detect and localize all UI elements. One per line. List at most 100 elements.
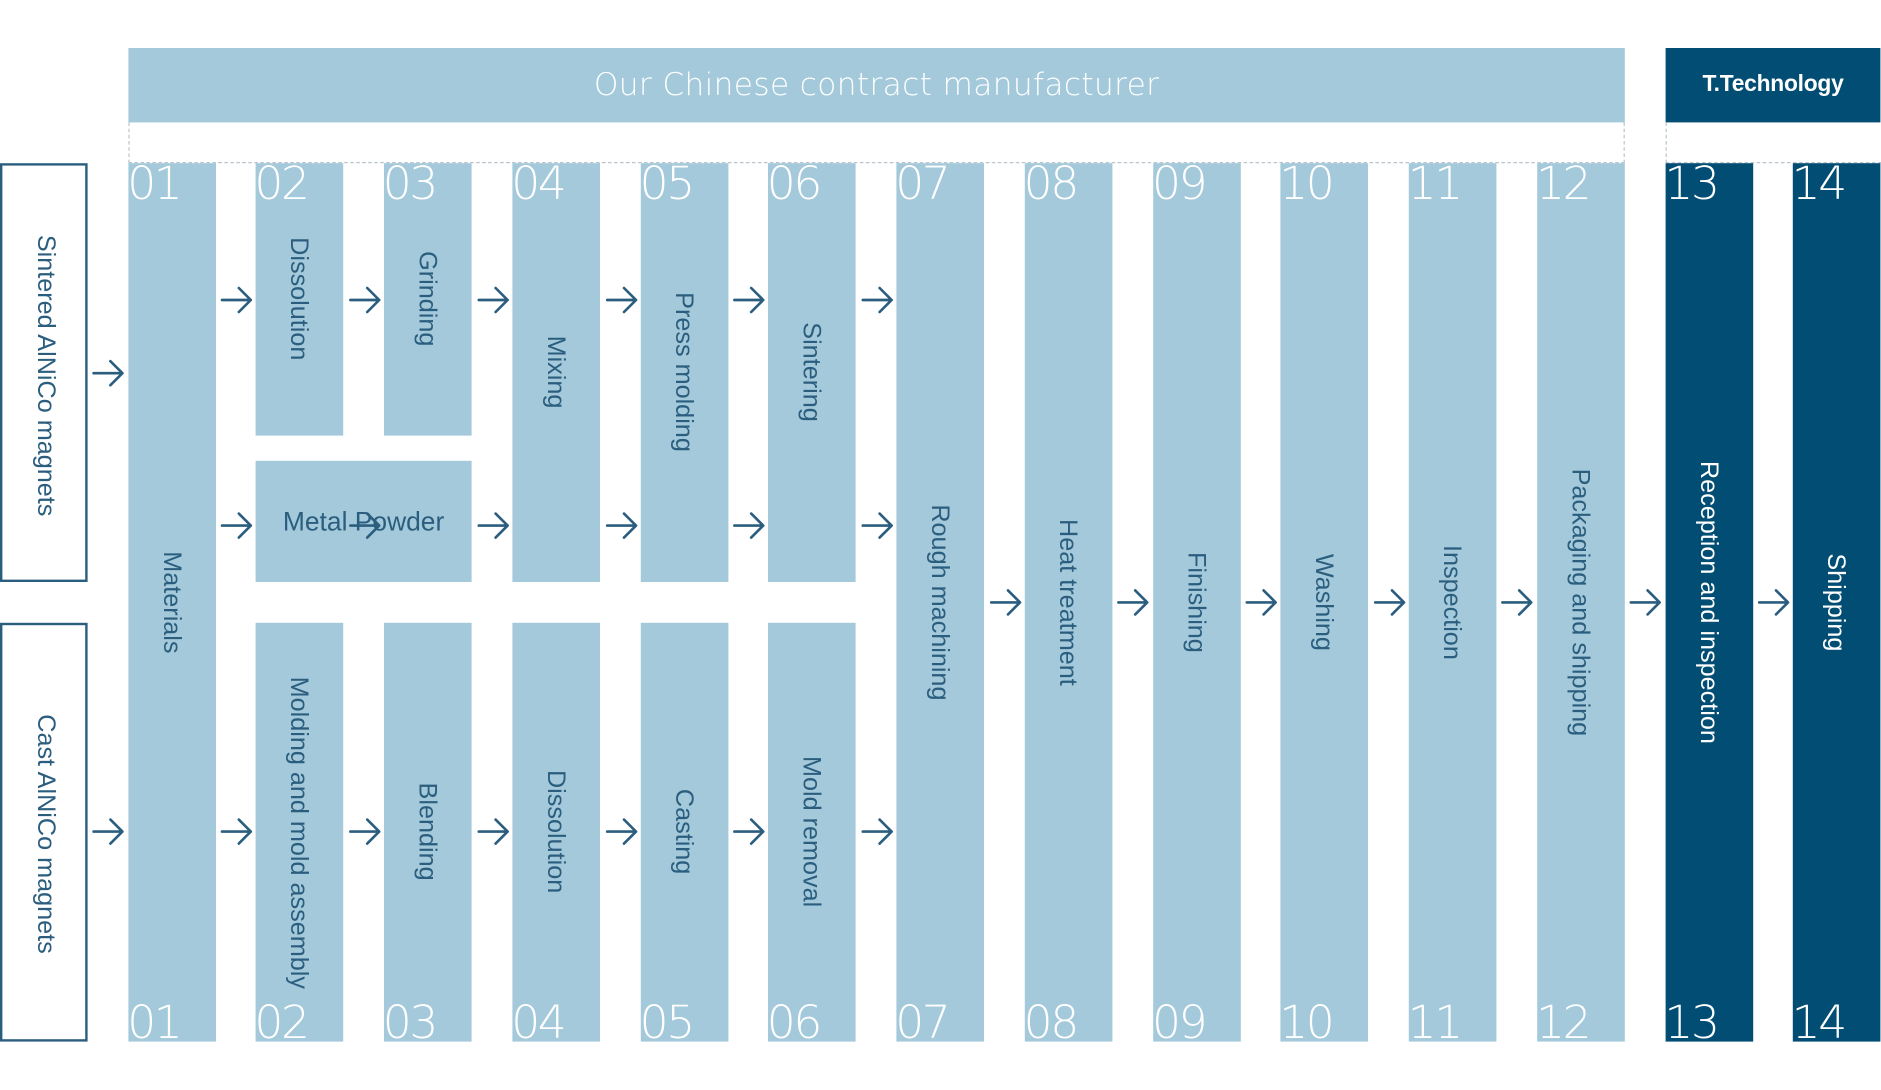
flow-arrow-icon (349, 286, 381, 314)
flow-arrow-icon (861, 818, 893, 845)
cast-input-box: Cast AlNiCo magnets (0, 622, 88, 1042)
step-number-bottom: 11 (1407, 996, 1464, 1049)
step-number-top: 07 (895, 157, 951, 211)
flow-arrow-icon (1245, 589, 1277, 616)
step-grinding: Grinding (384, 163, 472, 436)
bracket-contractor-line (128, 162, 1625, 164)
step-materials: Materials (128, 163, 217, 1042)
step-number-top: 05 (639, 157, 696, 211)
company-banner: T.Technology (1665, 48, 1881, 123)
step-mixing: Mixing (512, 163, 600, 582)
step-press-molding-label: Press molding (670, 292, 698, 452)
step-molding-assembly-label: Molding and mold assembly (285, 676, 313, 989)
flow-arrow-icon (92, 818, 124, 845)
step-number-top: 10 (1279, 157, 1335, 211)
step-materials-label: Materials (157, 551, 186, 654)
contractor-banner: Our Chinese contract manufacturer (128, 48, 1625, 123)
flow-arrow-icon (220, 512, 253, 539)
flow-arrow-icon (349, 818, 381, 845)
step-number-bottom: 08 (1023, 996, 1080, 1049)
step-shipping-label: Shipping (1822, 553, 1850, 652)
step-number-top: 04 (511, 157, 567, 211)
flow-arrow-icon (733, 512, 765, 539)
step-number-bottom: 12 (1536, 996, 1592, 1049)
step-mixing-label: Mixing (541, 335, 570, 409)
step-number-bottom: 02 (254, 996, 310, 1049)
step-number-top: 03 (382, 157, 439, 211)
flow-arrow-icon (1117, 589, 1149, 616)
step-number-bottom: 09 (1152, 996, 1208, 1049)
step-number-top: 09 (1152, 157, 1208, 211)
bracket-company-line (1665, 162, 1881, 164)
step-number-top: 11 (1407, 157, 1464, 211)
flow-arrow-icon (220, 818, 253, 845)
step-finishing: Finishing (1153, 163, 1241, 1042)
flow-arrow-icon (1501, 589, 1533, 616)
step-cast-dissolution: Dissolution (512, 622, 600, 1042)
step-mold-removal: Mold removal (768, 622, 856, 1042)
step-rough-machining-label: Rough machining (925, 504, 954, 701)
step-number-bottom: 10 (1279, 996, 1335, 1049)
step-number-bottom: 04 (511, 996, 567, 1049)
flow-arrow-icon (349, 512, 381, 539)
flow-arrow-icon (477, 512, 509, 539)
step-heat-treatment: Heat treatment (1024, 163, 1113, 1042)
step-blending-label: Blending (413, 782, 442, 881)
step-reception-label: Reception and inspection (1695, 460, 1723, 744)
flow-arrow-icon (733, 286, 765, 314)
step-number-bottom: 07 (895, 996, 951, 1049)
step-blending: Blending (384, 622, 472, 1042)
step-cast-dissolution-label: Dissolution (541, 769, 570, 894)
step-number-bottom: 13 (1664, 996, 1720, 1049)
step-sintered-dissolution: Dissolution (255, 163, 344, 436)
step-sintering: Sintering (768, 163, 856, 582)
sintered-input-box: Sintered AlNiCo magnets (0, 163, 88, 582)
flow-arrow-icon (1373, 589, 1406, 616)
flow-arrow-icon (733, 818, 765, 845)
step-reception: Reception and inspection (1665, 163, 1754, 1042)
bracket-company-dash (1665, 122, 1667, 164)
sintered-input-label: Sintered AlNiCo magnets (31, 234, 60, 517)
step-number-bottom: 06 (766, 996, 823, 1049)
bracket-right-dash (1623, 122, 1625, 164)
flow-arrow-icon (1629, 589, 1661, 616)
flow-arrow-icon (477, 286, 509, 314)
step-number-bottom: 03 (382, 996, 439, 1049)
step-number-bottom: 05 (639, 996, 696, 1049)
cast-input-label: Cast AlNiCo magnets (31, 714, 60, 954)
step-washing-label: Washing (1309, 553, 1338, 651)
step-number-top: 08 (1023, 157, 1080, 211)
step-number-bottom: 14 (1791, 996, 1848, 1049)
bracket-left-dash (128, 122, 130, 164)
flow-arrow-icon (861, 512, 893, 539)
step-packaging-label: Packaging and shipping (1566, 468, 1595, 737)
step-number-top: 14 (1791, 157, 1848, 211)
step-grinding-label: Grinding (413, 251, 442, 347)
step-sintered-dissolution-label: Dissolution (285, 237, 313, 361)
step-number-bottom: 01 (127, 996, 183, 1049)
step-metal-powder: Metal Powder (255, 460, 472, 582)
step-press-molding: Press molding (640, 163, 729, 582)
flow-arrow-icon (861, 286, 893, 314)
flow-arrow-icon (605, 286, 638, 314)
flow-arrow-icon (605, 818, 638, 845)
flow-arrow-icon (605, 512, 638, 539)
flow-arrow-icon (92, 359, 124, 387)
flow-arrow-icon (477, 818, 509, 845)
step-sintering-label: Sintering (797, 322, 826, 422)
step-heat-treatment-label: Heat treatment (1054, 519, 1082, 686)
step-washing: Washing (1280, 163, 1368, 1042)
step-casting: Casting (640, 622, 729, 1042)
step-finishing-label: Finishing (1182, 551, 1211, 653)
step-mold-removal-label: Mold removal (797, 755, 826, 908)
flow-arrow-icon (989, 589, 1022, 616)
flow-arrow-icon (220, 286, 253, 314)
flow-arrow-icon (1757, 589, 1790, 616)
step-shipping: Shipping (1792, 163, 1881, 1042)
step-rough-machining: Rough machining (896, 163, 985, 1042)
step-packaging: Packaging and shipping (1537, 163, 1625, 1042)
step-number-top: 13 (1664, 157, 1720, 211)
step-molding-assembly: Molding and mold assembly (255, 622, 344, 1042)
